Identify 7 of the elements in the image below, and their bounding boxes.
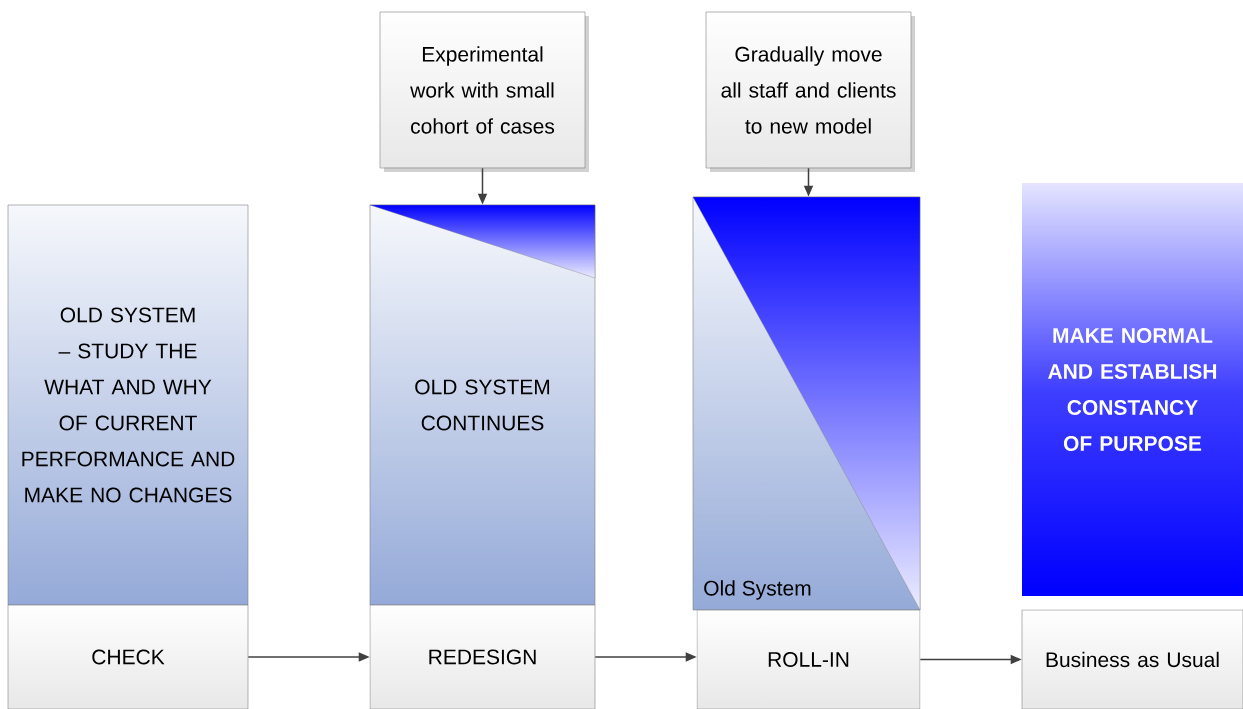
phase-label-box: CHECK <box>7 604 249 709</box>
phase-label-box: Business as Usual <box>1021 609 1243 709</box>
phase-column: MAKE NORMAL AND ESTABLISH CONSTANCY OF PURPOSE <box>1048 328 1217 451</box>
callout-box: Experimental work with small cohort of cases <box>379 11 589 172</box>
callout-box: Gradually move all staff and clients to new model <box>705 11 915 172</box>
phase-label-box: ROLL-IN <box>696 609 921 709</box>
phase-label-box: REDESIGN <box>369 604 596 709</box>
